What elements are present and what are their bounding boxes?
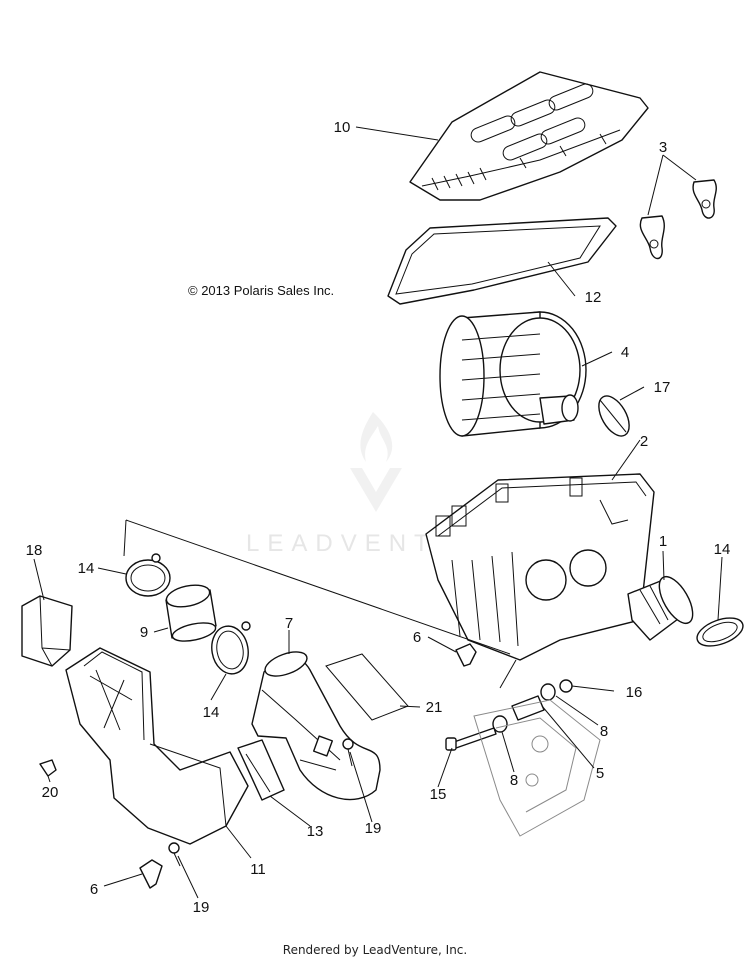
part-14-clamp-left [125,553,171,597]
part-19-bolt-upper [342,738,354,767]
part-1-boot [627,575,694,641]
footer-rendered-by: Rendered by LeadVenture, Inc. [283,943,467,957]
callout-10: 10 [334,119,351,136]
callout-19-upper: 19 [365,820,382,837]
copyright-text: © 2013 Polaris Sales Inc. [188,283,334,298]
part-14-clamp-right [696,617,744,647]
part-2-airbox [425,473,655,661]
callout-19-lower: 19 [193,899,210,916]
callout-14-middle: 14 [203,704,220,721]
part-15-bolt [445,727,497,751]
callout-8-left: 8 [510,772,518,789]
callout-14-right: 14 [714,541,731,558]
leader-lines [33,126,723,899]
part-4-air-filter [439,311,587,437]
part-19-bolt-lower [168,842,181,867]
mounting-bracket-ghost [473,699,601,837]
callout-1: 1 [659,533,667,550]
callout-labels: 10 3 12 4 17 2 1 14 18 14 9 7 6 16 14 21… [26,119,731,916]
part-8-grommet-right [540,683,556,701]
part-13-seal [237,739,285,801]
part-17-clamp [598,395,630,437]
part-12-gasket [387,217,617,305]
callout-6-lower: 6 [90,881,98,898]
callout-3: 3 [659,139,667,156]
callout-9: 9 [140,624,148,641]
part-11-intake-duct [65,647,249,845]
part-10-airbox-cover [409,71,649,201]
callout-8-right: 8 [600,723,608,740]
part-3-clips [639,179,717,260]
callout-15: 15 [430,786,447,803]
part-6-grommet-lower [139,859,163,889]
callout-16: 16 [626,684,643,701]
callout-2: 2 [640,433,648,450]
part-20-fastener [39,759,57,777]
callout-6-upper: 6 [413,629,421,646]
part-9-tube [165,584,217,642]
callout-18: 18 [26,542,43,559]
callout-13: 13 [307,823,324,840]
part-6-grommet-upper [455,643,477,667]
part-16-cap [559,679,573,693]
callout-21: 21 [426,699,443,716]
part-18-prefilter [21,595,73,667]
leadventure-watermark-logo [350,412,402,512]
callout-17: 17 [654,379,671,396]
part-5-spacer [511,695,545,721]
part-21-sheet [325,653,409,721]
callout-5: 5 [596,765,604,782]
callout-20: 20 [42,784,59,801]
callout-12: 12 [585,289,602,306]
part-14-clamp-middle [211,621,251,675]
callout-11: 11 [250,861,266,878]
callout-14-left: 14 [78,560,95,577]
part-7-intake-hose [251,651,381,801]
callout-4: 4 [621,344,629,361]
callout-7: 7 [285,615,293,632]
